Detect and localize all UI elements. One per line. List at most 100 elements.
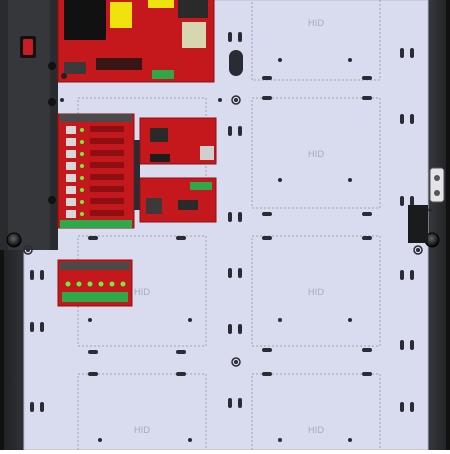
horizontal-slot (362, 348, 372, 352)
vertical-slot (400, 114, 404, 124)
tamper-switch-screw (434, 175, 440, 181)
vertical-slot (238, 268, 242, 278)
relay-trace (90, 150, 124, 156)
tamper-switch-body (429, 167, 445, 203)
hid-zone-right-4 (251, 373, 381, 454)
status-led (80, 128, 84, 132)
controller-board (139, 117, 217, 165)
horizontal-slot (262, 372, 272, 376)
relay-trace (90, 198, 124, 204)
hid-zone-label: HID (134, 426, 150, 436)
mounting-hole (88, 318, 92, 322)
vertical-slot (30, 322, 34, 332)
horizontal-slot (176, 350, 186, 354)
mounting-hole (234, 98, 238, 102)
vertical-slot (228, 324, 232, 334)
horizontal-slot (362, 372, 372, 376)
vertical-slot (410, 402, 414, 412)
vertical-slot (410, 48, 414, 58)
vertical-slot (238, 126, 242, 136)
horizontal-slot (176, 236, 186, 240)
vertical-slot (228, 398, 232, 408)
left-rail-rivet (48, 62, 56, 70)
distribution-leds (65, 281, 126, 287)
connector (178, 200, 198, 210)
horizontal-slot (262, 76, 272, 80)
terminal-block (150, 154, 170, 162)
hid-zone-label: HID (308, 426, 324, 436)
horizontal-slot (176, 372, 186, 376)
vertical-slot (238, 32, 242, 42)
vertical-slot (410, 114, 414, 124)
mounting-ring (23, 245, 33, 255)
horizontal-slot (362, 212, 372, 216)
relay (66, 186, 76, 194)
status-led (76, 281, 82, 287)
enclosure-outer-edge-right (446, 0, 450, 450)
vertical-slot (410, 196, 414, 206)
vertical-slot (410, 340, 414, 350)
mounting-hole (348, 58, 352, 62)
mounting-hole (234, 360, 238, 364)
relay (66, 198, 76, 206)
mounting-hole (60, 98, 64, 102)
mounting-ring (231, 95, 241, 105)
terminal-strip-top (60, 114, 132, 122)
horizontal-slot (262, 236, 272, 240)
heat-sink (178, 0, 208, 18)
horizontal-slot (262, 212, 272, 216)
connector (146, 198, 162, 214)
vertical-slot (238, 324, 242, 334)
transformer-winding (110, 2, 132, 28)
vertical-slot (228, 212, 232, 222)
horizontal-slot (262, 96, 272, 100)
mounting-hole (218, 98, 222, 102)
status-led (80, 212, 84, 216)
power-switch-rocker (23, 39, 33, 55)
vertical-slot (40, 270, 44, 280)
transformer (64, 0, 106, 40)
horizontal-slot (88, 372, 98, 376)
status-led (80, 140, 84, 144)
vertical-slot (400, 196, 404, 206)
horizontal-slot (262, 348, 272, 352)
mounting-hole (278, 438, 282, 442)
mounting-hole (188, 438, 192, 442)
relay-trace (90, 210, 124, 216)
left-rail-rivet (48, 196, 56, 204)
hid-zone-label: HID (308, 288, 324, 298)
interface-board (139, 177, 217, 223)
terminal-block (190, 182, 212, 190)
status-led (80, 188, 84, 192)
output-board (57, 113, 135, 229)
vertical-slot (238, 398, 242, 408)
hid-zone-right-1 (251, 0, 381, 81)
mounting-hole (278, 178, 282, 182)
relay-trace (90, 126, 124, 132)
board-standoff (61, 73, 67, 79)
connector (96, 58, 142, 70)
mounting-hole (278, 318, 282, 322)
hid-zone-label: HID (308, 19, 324, 29)
horizontal-slot (362, 236, 372, 240)
relay (66, 150, 76, 158)
relay-trace (90, 186, 124, 192)
terminal-block (152, 70, 174, 79)
mounting-hole (416, 248, 420, 252)
terminal-block (64, 62, 86, 74)
mounting-holes (23, 58, 432, 442)
relay-array (66, 126, 124, 218)
processor-chip (150, 128, 168, 142)
terminal-strip-bottom (60, 220, 132, 228)
hid-zone-label: HID (308, 150, 324, 160)
mounting-hole (348, 318, 352, 322)
relay (66, 126, 76, 134)
mounting-slots (30, 32, 414, 412)
horizontal-slot (362, 76, 372, 80)
horizontal-slot (88, 350, 98, 354)
relay (66, 138, 76, 146)
mounting-hole (188, 318, 192, 322)
mounting-ring (413, 245, 423, 255)
